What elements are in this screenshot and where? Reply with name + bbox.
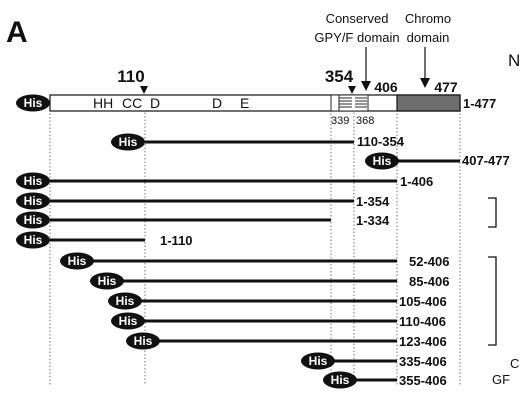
his-tag-shape [301,352,335,370]
conserved-domain-rect [330,94,369,112]
construct-label: 123-406 [399,334,447,349]
edge-fragment-bottom-2: GF [492,372,510,387]
construct-label: 407-477 [462,153,510,168]
construct-label: 105-406 [399,294,447,309]
his-tag: His [16,94,50,112]
chromo-domain-label-line2: domain [407,30,450,45]
motif-cc: CC [122,95,142,111]
position-477: 477 [434,79,458,95]
his-tag-shape [16,172,50,190]
construct-row: His 1-406 [16,172,433,190]
construct-label: 110-354 [357,134,405,149]
chromo-domain-block [396,94,461,112]
his-tag-shape [16,211,50,229]
his-tag-shape [323,371,357,389]
his-tag-shape [60,252,94,270]
his-tag-label: His [331,373,350,387]
construct-row: His 355-406 [323,371,447,389]
construct-row: His 1-354 [16,192,390,210]
group-bracket-large [488,256,497,346]
position-110-arrow [140,86,148,94]
chromo-domain-label-line1: Chromo [405,11,451,26]
his-tag-shape [16,94,50,112]
his-tag-label: His [98,274,117,288]
his-tag-label: His [68,254,87,268]
panel-label: A [6,16,28,49]
residue-368: 368 [356,115,374,127]
construct-row: His 105-406 [108,292,447,310]
his-tag-shape [16,192,50,210]
his-tag-label: His [309,354,328,368]
full-length-label: 1-477 [463,96,496,111]
his-tag-label: His [116,294,135,308]
construct-row: His 1-334 [16,211,390,229]
edge-fragment-top: N [508,51,520,70]
construct-label: 110-406 [399,314,446,329]
his-tag-shape [16,231,50,249]
construct-label: 1-110 [160,233,193,248]
conserved-arrow-head [361,81,371,91]
motif-hh: HH [93,95,113,111]
his-tag-shape [365,152,399,170]
construct-label: 355-406 [399,373,447,388]
construct-label: 1-406 [400,174,433,189]
construct-row: His 85-406 [90,272,449,290]
position-354-arrow [348,86,356,94]
his-tag-label: His [24,233,43,247]
conserved-domain-block [330,94,369,112]
construct-row: His 110-406 [111,312,446,330]
construct-row: His 52-406 [60,252,449,270]
construct-label: 52-406 [409,254,449,269]
edge-fragment-bottom-1: C [510,356,519,371]
construct-row: His 110-354 [111,133,405,151]
chromo-arrow-head [420,78,430,88]
conserved-domain-label-line2: GPY/F domain [314,30,399,45]
his-tag-label: His [134,334,153,348]
his-tag-shape [111,133,145,151]
motif-d1: D [150,95,160,111]
construct-row: His 407-477 [365,152,510,170]
construct-label: 1-354 [356,194,390,209]
position-354: 354 [325,67,354,86]
his-tag-label: His [24,96,43,110]
construct-label: 335-406 [399,354,447,369]
his-tag-label: His [24,174,43,188]
construct-label: 85-406 [409,274,449,289]
position-406: 406 [374,79,398,95]
position-110: 110 [117,67,144,86]
construct-row: His 335-406 [301,352,447,370]
his-tag-shape [108,292,142,310]
conserved-domain-label-line1: Conserved [326,11,389,26]
his-tag-shape [111,312,145,330]
motif-d2: D [212,95,222,111]
his-tag-label: His [119,314,138,328]
his-tag-label: His [24,213,43,227]
construct-label: 1-334 [356,213,390,228]
group-bracket-small [488,197,497,228]
residue-339: 339 [331,115,349,127]
motif-e: E [240,95,249,111]
construct-row: His 1-110 [16,231,193,249]
his-tag-label: His [24,194,43,208]
construct-row: His 123-406 [126,332,447,350]
his-tag-shape [90,272,124,290]
his-tag-shape [126,332,160,350]
his-tag-label: His [119,135,138,149]
his-tag-label: His [373,154,392,168]
